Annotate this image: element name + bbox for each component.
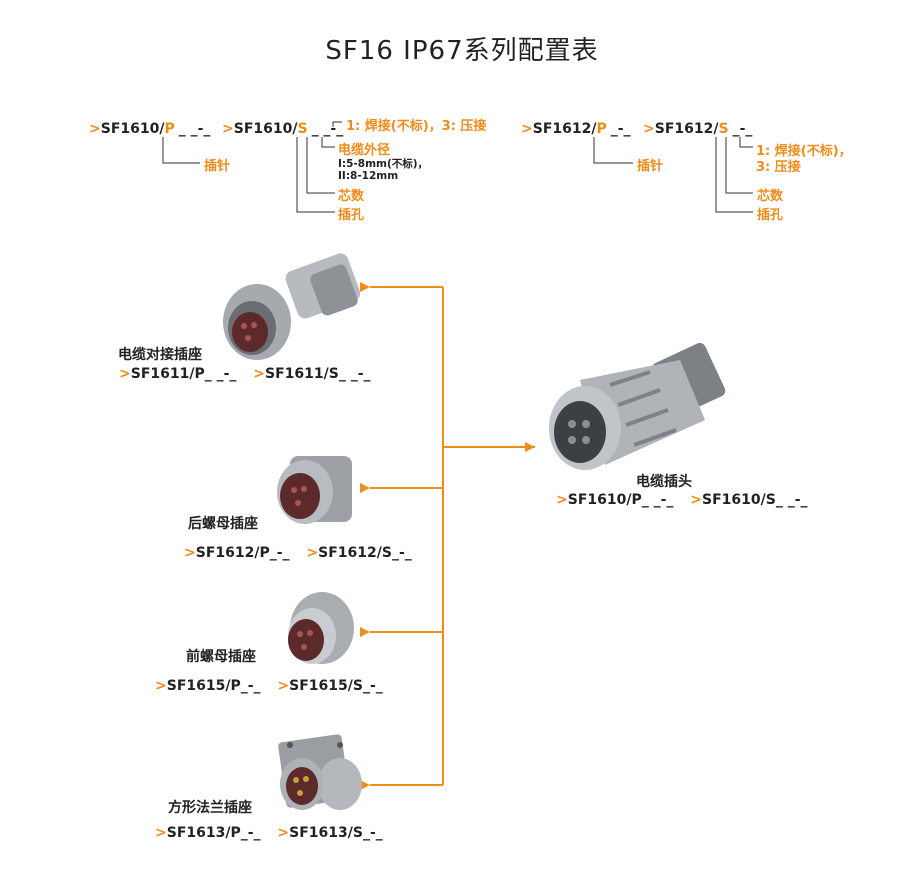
page-title: SF16 IP67系列配置表 — [325, 36, 599, 66]
product-name-cable-plug: 电缆插头 — [636, 474, 692, 490]
label-hole-4: 插孔 — [757, 208, 784, 223]
code-letter: P — [596, 121, 607, 137]
arrow-glyph: > — [277, 678, 290, 694]
product-codes-cable-socket: >SF1611/P_ _-_ >SF1611/S_ _-_ — [119, 366, 371, 382]
label-pin-1: 插针 — [204, 159, 231, 174]
label-weld-crimp: 1: 焊接(不标)，3: 压接 — [346, 119, 487, 134]
rear-nut-socket-image — [277, 456, 352, 524]
arrow-glyph: > — [155, 825, 167, 841]
config1-bracket — [162, 137, 200, 164]
label-weld-4b: 3: 压接 — [756, 160, 801, 175]
arrow-glyph: > — [643, 121, 655, 137]
cable-socket-image — [223, 253, 361, 360]
config-code-sf1612-s: >SF1612/S_-_ — [643, 121, 752, 137]
arrow-glyph: > — [556, 492, 568, 508]
product-codes-rear-nut: >SF1612/P_-_ >SF1612/S_-_ — [184, 545, 412, 561]
code-prefix: SF1612/ — [532, 121, 597, 137]
code-prefix: SF1610/ — [100, 121, 165, 137]
label-hole-2: 插孔 — [338, 208, 365, 223]
arrow-glyph: > — [306, 545, 319, 561]
label-cable-diameter: 电缆外径 — [338, 143, 391, 158]
code-s: SF1613/S_-_ — [289, 825, 383, 841]
config-code-sf1610-s: >SF1610/S_ _-_ — [222, 121, 343, 137]
code-p: SF1613/P_-_ — [166, 825, 261, 841]
product-codes-square-flange: >SF1613/P_-_ >SF1613/S_-_ — [155, 825, 383, 841]
product-name-rear-nut: 后螺母插座 — [188, 516, 258, 532]
arrow-glyph: > — [89, 121, 101, 137]
config-code-sf1610-p: >SF1610/P_ _-_ — [89, 121, 210, 137]
front-nut-socket-image — [288, 592, 354, 664]
label-pin-3: 插针 — [637, 159, 664, 174]
code-p: SF1615/P_-_ — [166, 678, 261, 694]
code-s: SF1615/S_-_ — [289, 678, 383, 694]
code-letter: S — [297, 121, 308, 137]
code-p: SF1611/P_ _-_ — [130, 366, 237, 382]
arrow-glyph: > — [184, 545, 196, 561]
cable-plug-image — [549, 342, 726, 470]
label-cores-2: 芯数 — [338, 189, 365, 204]
code-s: SF1610/S_ _-_ — [702, 492, 808, 508]
product-codes-cable-plug: >SF1610/P_ _-_ >SF1610/S_ _-_ — [556, 492, 808, 508]
arrow-glyph: > — [119, 366, 131, 382]
code-prefix: SF1610/ — [233, 121, 298, 137]
product-codes-front-nut: >SF1615/P_-_ >SF1615/S_-_ — [155, 678, 383, 694]
product-name-front-nut: 前螺母插座 — [186, 649, 256, 665]
code-rest: _-_ — [732, 121, 753, 137]
code-s: SF1611/S_ _-_ — [265, 366, 371, 382]
code-rest: _-_ — [610, 121, 631, 137]
arrow-glyph: > — [253, 366, 266, 382]
config-code-sf1612-p: >SF1612/P_-_ — [521, 121, 631, 137]
code-rest: _ _-_ — [178, 121, 211, 137]
label-diameter-opt2: II:8-12mm — [338, 170, 399, 182]
arrow-glyph: > — [155, 678, 167, 694]
code-prefix: SF1612/ — [654, 121, 719, 137]
label-weld-4a: 1: 焊接(不标)， — [756, 144, 852, 159]
arrow-glyph: > — [690, 492, 703, 508]
label-diameter-opt1: I:5-8mm(不标)， — [338, 158, 429, 170]
product-name-square-flange: 方形法兰插座 — [168, 800, 252, 816]
arrow-glyph: > — [222, 121, 234, 137]
code-p: SF1612/P_-_ — [195, 545, 290, 561]
code-s: SF1612/S_-_ — [318, 545, 412, 561]
product-name-cable-socket: 电缆对接插座 — [118, 347, 202, 363]
square-flange-socket-image — [278, 734, 362, 810]
code-rest: _ _-_ — [311, 121, 344, 137]
arrow-glyph: > — [277, 825, 290, 841]
config3-bracket — [593, 137, 633, 164]
code-letter: S — [718, 121, 729, 137]
config2-bracket — [296, 121, 342, 213]
label-cores-4: 芯数 — [757, 189, 784, 204]
arrow-glyph: > — [521, 121, 533, 137]
config4-bracket — [715, 137, 753, 213]
code-p: SF1610/P_ _-_ — [567, 492, 674, 508]
code-letter: P — [164, 121, 175, 137]
